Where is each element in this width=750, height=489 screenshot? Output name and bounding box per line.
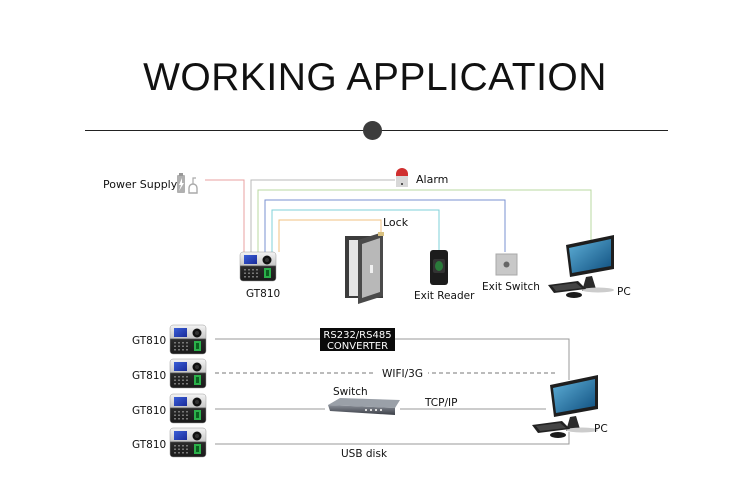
terminal-1: GT810 [132,324,207,355]
terminal-3: GT810 [132,393,207,424]
door-icon [345,232,384,304]
fingerprint-terminal-icon [169,427,207,458]
network-switch-icon [328,398,400,415]
power-plug-icon [177,173,198,194]
converter-label-2: CONVERTER [327,341,388,352]
converter-label-1: RS232/RS485 [323,330,391,341]
exit-reader-label: Exit Reader [414,290,475,302]
fingerprint-terminal-icon [239,251,277,282]
pc-label-top: PC [617,286,631,298]
pc-icon-top [548,235,614,298]
usb-disk-label: USB disk [341,448,388,460]
wire-pc [257,189,592,252]
exit-switch-label: Exit Switch [482,281,540,293]
switch-label: Switch [333,386,368,398]
wire-power [205,179,245,252]
terminal-label: GT810 [132,405,166,417]
pc-icon-bottom [532,375,598,438]
wire-exit-switch [264,199,506,252]
push-button-icon [495,253,518,276]
fingerprint-terminal-icon [169,324,207,355]
wire-alarm [250,179,395,252]
controller-label: GT810 [246,288,280,300]
converter-box [320,328,395,351]
page-title: WORKING APPLICATION [143,56,607,99]
divider-dot [363,121,382,140]
fingerprint-reader-icon [430,250,448,285]
terminal-label: GT810 [132,370,166,382]
fingerprint-terminal-icon [169,358,207,389]
link-usb-line [215,432,570,445]
siren-icon [396,168,408,187]
wire-exit-reader [271,209,440,252]
terminal-label: GT810 [132,439,166,451]
terminal-label: GT810 [132,335,166,347]
wire-lock [278,219,382,252]
lock-label: Lock [383,216,409,229]
power-supply-label: Power Supply [103,178,178,191]
wifi-label: WIFI/3G [382,368,423,380]
terminal-2: GT810 [132,358,207,389]
terminal-4: GT810 [132,427,207,458]
alarm-label: Alarm [416,173,448,186]
tcpip-label: TCP/IP [424,397,457,409]
fingerprint-terminal-icon [169,393,207,424]
pc-label-bottom: PC [594,423,608,435]
